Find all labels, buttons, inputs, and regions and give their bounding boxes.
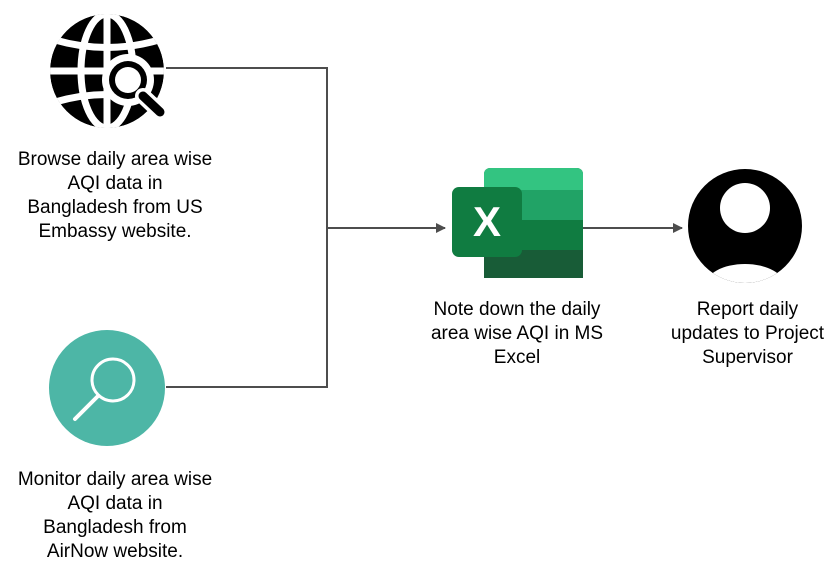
magnifier-circle-icon (49, 330, 165, 446)
globe-search-icon (50, 14, 170, 128)
monitor-step-label: Monitor daily area wise AQI data in Bang… (17, 469, 213, 562)
excel-step-label: Note down the daily area wise AQI in MS … (430, 299, 604, 368)
browse-step-label: Browse daily area wise AQI data in Bangl… (17, 149, 213, 242)
report-step-label: Report daily updates to Project Supervis… (670, 299, 825, 368)
connector-browse-to-merge (166, 67, 328, 228)
user-avatar-icon (688, 169, 802, 283)
ms-excel-icon: X (452, 168, 583, 278)
connector-monitor-to-merge (166, 228, 328, 388)
excel-letter: X (473, 198, 501, 245)
